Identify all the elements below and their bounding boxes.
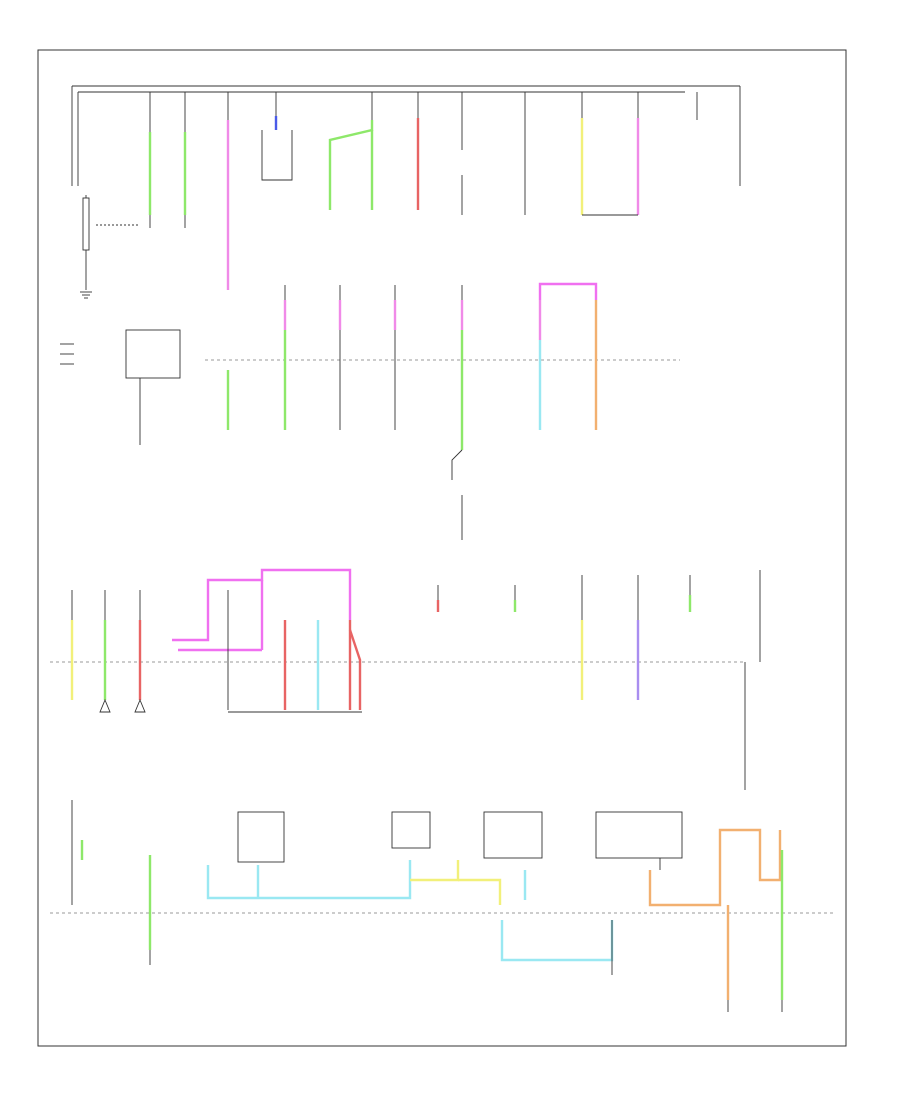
battery bbox=[80, 195, 140, 299]
left-fuse-block-section bbox=[50, 568, 761, 790]
module-box-4 bbox=[595, 811, 683, 859]
bottom-wire-yellow bbox=[410, 860, 460, 882]
bottom-wire-orange bbox=[648, 828, 782, 907]
fuse-block-section bbox=[60, 282, 680, 540]
ignition-switch bbox=[60, 329, 181, 445]
top-fuse-feeds bbox=[148, 92, 640, 290]
bottom-wire-cyan bbox=[206, 860, 412, 900]
fuse-feed-wire-4 bbox=[328, 120, 374, 210]
diagram-frame bbox=[37, 49, 847, 1047]
module-box-3 bbox=[483, 811, 543, 859]
module-box-2 bbox=[391, 811, 431, 849]
top-bus-section bbox=[71, 85, 741, 299]
fuse-wire-8 bbox=[538, 282, 598, 300]
bottom-section bbox=[50, 800, 835, 1012]
module-box-1 bbox=[237, 811, 285, 863]
